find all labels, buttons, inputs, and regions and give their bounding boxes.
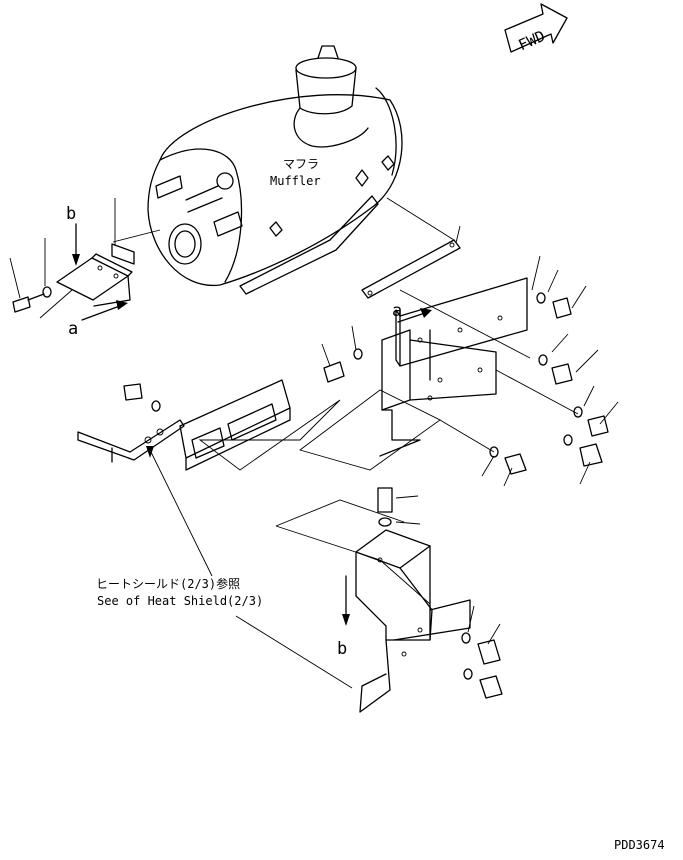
muffler: マフラ Muffler	[147, 45, 403, 295]
callout-b-lower: b	[337, 639, 347, 659]
left-mount-bracket	[12, 243, 135, 313]
fwd-label: FWD	[516, 27, 548, 54]
callout-a-upper: a	[68, 319, 78, 339]
muffler-label-jp: マフラ	[283, 157, 319, 171]
right-mount-bracket	[299, 277, 579, 471]
heat-shield-frame	[77, 379, 341, 577]
drawing-number: PDD3674	[614, 838, 665, 852]
callout-b-upper: b	[66, 204, 76, 224]
callout-a-lower: a	[392, 301, 402, 321]
reference-note-jp: ヒートシールド(2/3)参照	[96, 576, 240, 591]
mounting-strap	[361, 197, 461, 299]
forward-direction-arrow-icon: FWD	[504, 3, 568, 54]
muffler-label-en: Muffler	[270, 174, 321, 188]
left-leader-lines	[9, 198, 161, 321]
reference-note-en: See of Heat Shield(2/3)	[97, 594, 263, 608]
bolts-right	[321, 255, 619, 487]
lower-stand-bracket	[235, 487, 503, 713]
